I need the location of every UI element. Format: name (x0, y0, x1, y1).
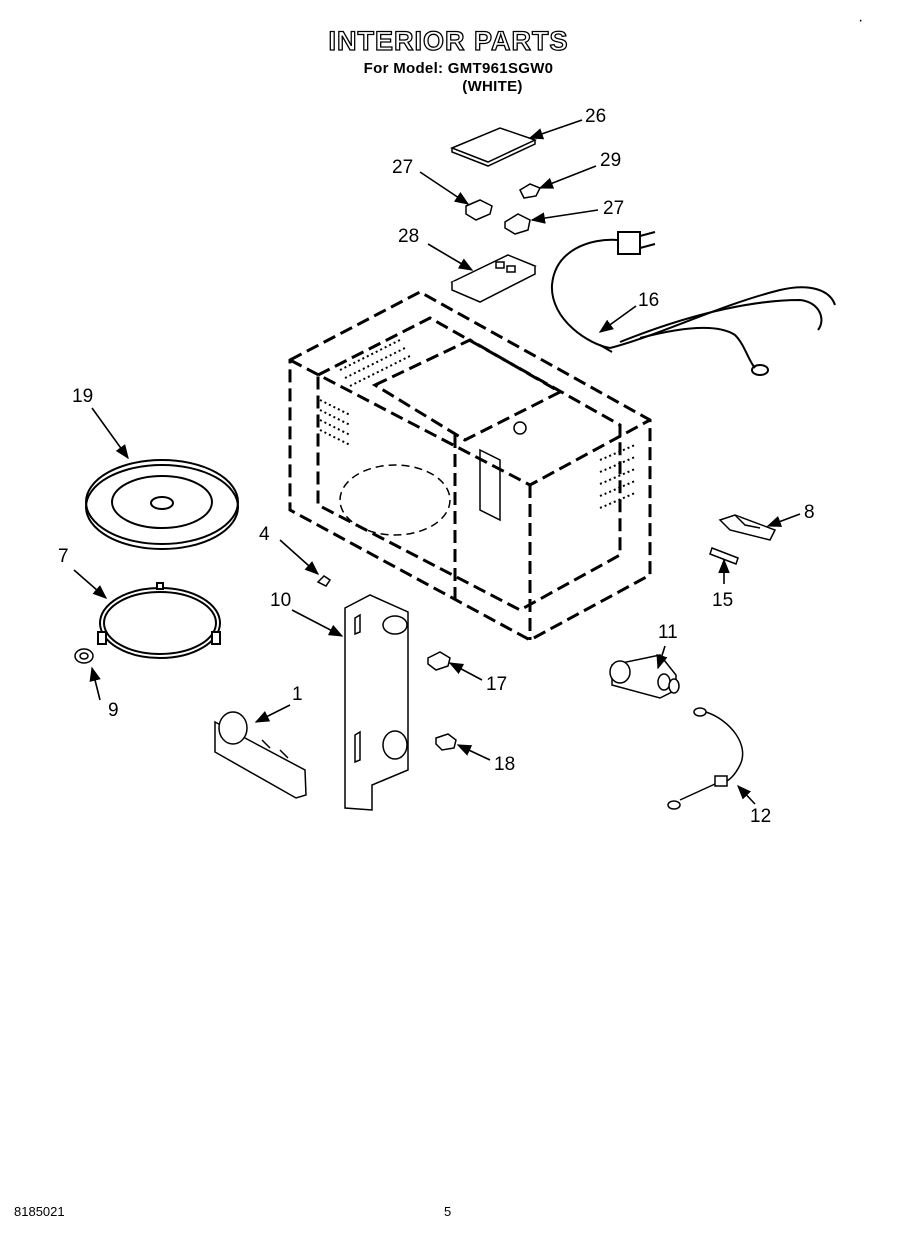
part-11-capacitor (609, 654, 680, 699)
footer-doc-code: 8185021 (14, 1204, 65, 1219)
oven-cavity-outline (288, 290, 652, 642)
label-18: 18 (494, 754, 515, 775)
label-12: 12 (750, 806, 771, 827)
label-27-right: 27 (603, 198, 624, 219)
part-26-panel (449, 127, 537, 167)
part-labels: 26 27 29 27 28 16 19 4 7 10 9 1 17 18 11… (58, 106, 815, 827)
part-4-spring (316, 575, 332, 587)
label-19: 19 (72, 386, 93, 407)
label-28: 28 (398, 226, 419, 247)
part-9-coupler (74, 648, 94, 664)
label-8: 8 (804, 502, 815, 523)
label-26: 26 (585, 106, 606, 127)
label-29: 29 (600, 150, 621, 171)
part-8-bracket (718, 514, 777, 541)
cavity-vent-pattern (319, 339, 636, 509)
color-subtitle: (WHITE) (462, 78, 523, 95)
part-27-clip-right (504, 213, 531, 235)
part-19-turntable (85, 459, 239, 550)
label-16: 16 (638, 290, 659, 311)
part-15-fuse (709, 547, 739, 565)
footer-page-number: 5 (444, 1204, 452, 1219)
part-12-diode (667, 707, 744, 810)
part-17-switch (427, 651, 451, 671)
part-1-latch-bracket (214, 711, 307, 799)
label-15: 15 (712, 590, 733, 611)
label-9: 9 (108, 700, 119, 721)
leader-arrows (73, 119, 801, 805)
label-4: 4 (259, 524, 270, 545)
part-10-door-latch (344, 594, 409, 811)
part-27-clip-left (465, 199, 493, 221)
label-17: 17 (486, 674, 507, 695)
part-16-wire-harness (550, 231, 836, 376)
part-7-roller-ring (97, 582, 221, 659)
label-10: 10 (270, 590, 291, 611)
label-7: 7 (58, 546, 69, 567)
part-18-switch (435, 733, 457, 751)
label-1: 1 (292, 684, 303, 705)
model-subtitle: For Model: GMT961SGW0 (363, 60, 554, 77)
corner-mark: · (858, 12, 864, 29)
label-27-left: 27 (392, 157, 413, 178)
page-title: INTERIOR PARTS (328, 25, 569, 56)
cavity-interior-lines (339, 421, 527, 536)
part-29-clip (519, 183, 542, 199)
label-11: 11 (658, 622, 678, 643)
part-28-board (450, 254, 537, 303)
